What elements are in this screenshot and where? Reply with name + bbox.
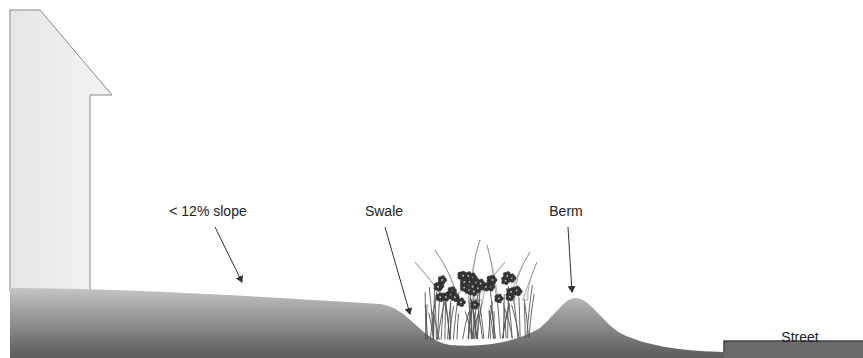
- leader-arrow: [568, 227, 572, 292]
- leader-arrow: [215, 227, 242, 282]
- rain-garden-plants: [415, 240, 537, 340]
- part-label: Berm: [549, 204, 582, 219]
- house: [10, 10, 112, 292]
- street-label: Street: [781, 330, 818, 345]
- ground: [10, 288, 724, 358]
- leader-arrow: [385, 227, 410, 314]
- slope-label: < 12% slope: [169, 204, 246, 219]
- part-label: Swale: [365, 204, 403, 219]
